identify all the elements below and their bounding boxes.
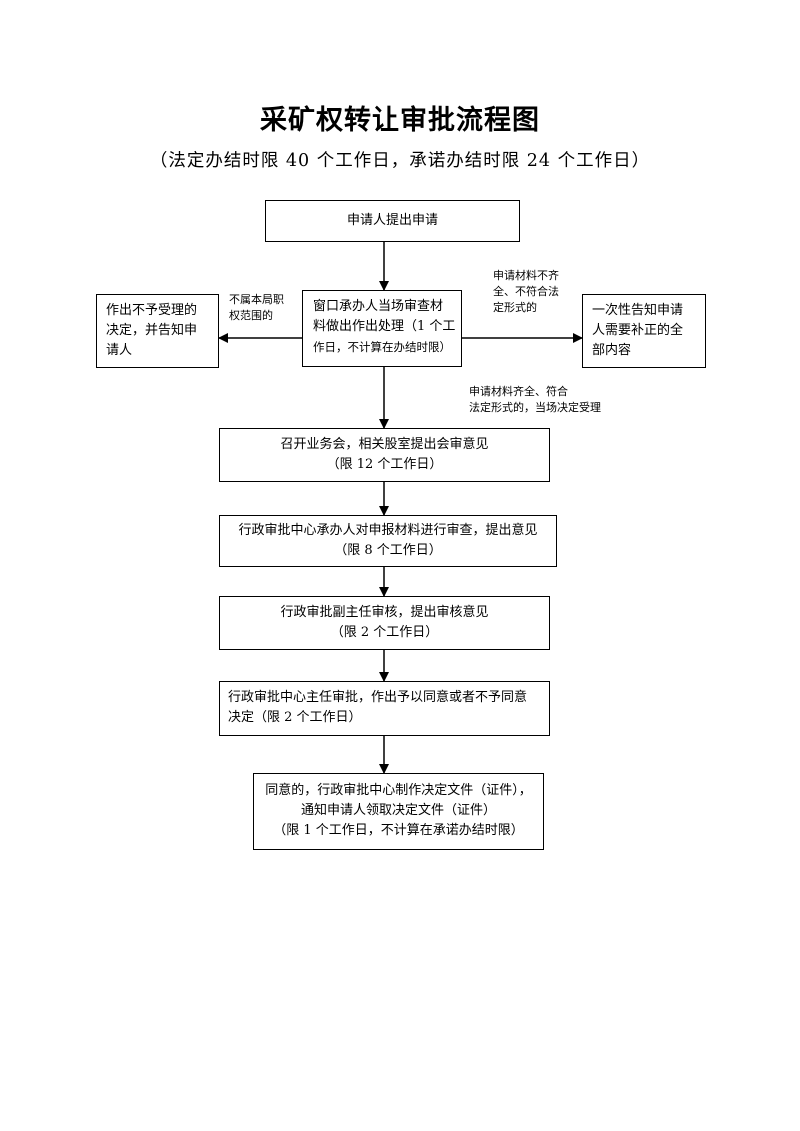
node-reject-line: 作出不予受理的 — [106, 303, 198, 318]
node-meeting-line: 召开业务会，相关股室提出会审意见 — [280, 437, 489, 452]
edge-label-not-in-scope-line: 不属本局职 — [229, 293, 284, 306]
node-notify-line: 人需要补正的全 — [592, 323, 684, 338]
node-deputy-review-line: 行政审批副主任审核，提出审核意见 — [280, 605, 489, 620]
edge-label-incomplete-line: 定形式的 — [493, 301, 537, 314]
node-notify: 一次性告知申请 人需要补正的全 部内容 — [582, 294, 706, 368]
node-window-review-line: 料做出作出处理（1 个工 — [313, 319, 456, 334]
edge-label-complete-line: 申请材料齐全、符合 — [469, 385, 568, 398]
node-notify-line: 部内容 — [592, 343, 632, 358]
node-meeting-line: （限 12 个工作日） — [326, 457, 443, 472]
node-apply: 申请人提出申请 — [265, 200, 520, 242]
node-apply-text: 申请人提出申请 — [346, 213, 438, 228]
node-deputy-review-line: （限 2 个工作日） — [330, 625, 439, 640]
edge-label-incomplete-line: 申请材料不齐 — [493, 269, 559, 282]
node-window-review-line: 作日，不计算在办结时限） — [313, 340, 451, 354]
node-center-review-line: 行政审批中心承办人对申报材料进行审查，提出意见 — [238, 523, 538, 538]
page-subtitle: （法定办结时限 40 个工作日，承诺办结时限 24 个工作日） — [149, 151, 651, 171]
node-director-approval-line: 行政审批中心主任审批，作出予以同意或者不予同意 — [228, 690, 528, 705]
node-director-approval: 行政审批中心主任审批，作出予以同意或者不予同意 决定（限 2 个工作日） — [219, 681, 550, 736]
edge-label-complete: 申请材料齐全、符合 法定形式的，当场决定受理 — [469, 384, 601, 416]
edge-label-incomplete: 申请材料不齐 全、不符合法 定形式的 — [493, 268, 559, 316]
node-issue-document: 同意的，行政审批中心制作决定文件（证件）， 通知申请人领取决定文件（证件） （限… — [253, 773, 544, 850]
node-issue-document-line: 通知申请人领取决定文件（证件） — [300, 803, 496, 818]
node-reject: 作出不予受理的 决定，并告知申 请人 — [96, 294, 219, 368]
edge-label-not-in-scope: 不属本局职 权范围的 — [229, 292, 284, 324]
node-window-review-line: 窗口承办人当场审查材 — [313, 299, 444, 314]
edge-label-incomplete-line: 全、不符合法 — [493, 285, 559, 298]
node-center-review-line: （限 8 个工作日） — [334, 543, 442, 558]
node-meeting: 召开业务会，相关股室提出会审意见 （限 12 个工作日） — [219, 428, 550, 482]
node-deputy-review: 行政审批副主任审核，提出审核意见 （限 2 个工作日） — [219, 596, 550, 650]
edge-label-not-in-scope-line: 权范围的 — [229, 309, 273, 322]
node-window-review: 窗口承办人当场审查材 料做出作出处理（1 个工 作日，不计算在办结时限） — [302, 290, 462, 367]
page-title: 采矿权转让审批流程图 — [260, 105, 540, 136]
node-issue-document-line: （限 1 个工作日，不计算在承诺办结时限） — [273, 823, 524, 838]
node-reject-line: 请人 — [106, 343, 133, 358]
node-director-approval-line: 决定（限 2 个工作日） — [228, 710, 362, 725]
node-center-review: 行政审批中心承办人对申报材料进行审查，提出意见 （限 8 个工作日） — [219, 515, 557, 567]
edge-label-complete-line: 法定形式的，当场决定受理 — [469, 401, 601, 414]
node-issue-document-line: 同意的，行政审批中心制作决定文件（证件）， — [265, 783, 532, 798]
node-reject-line: 决定，并告知申 — [106, 323, 198, 338]
node-notify-line: 一次性告知申请 — [592, 303, 684, 318]
